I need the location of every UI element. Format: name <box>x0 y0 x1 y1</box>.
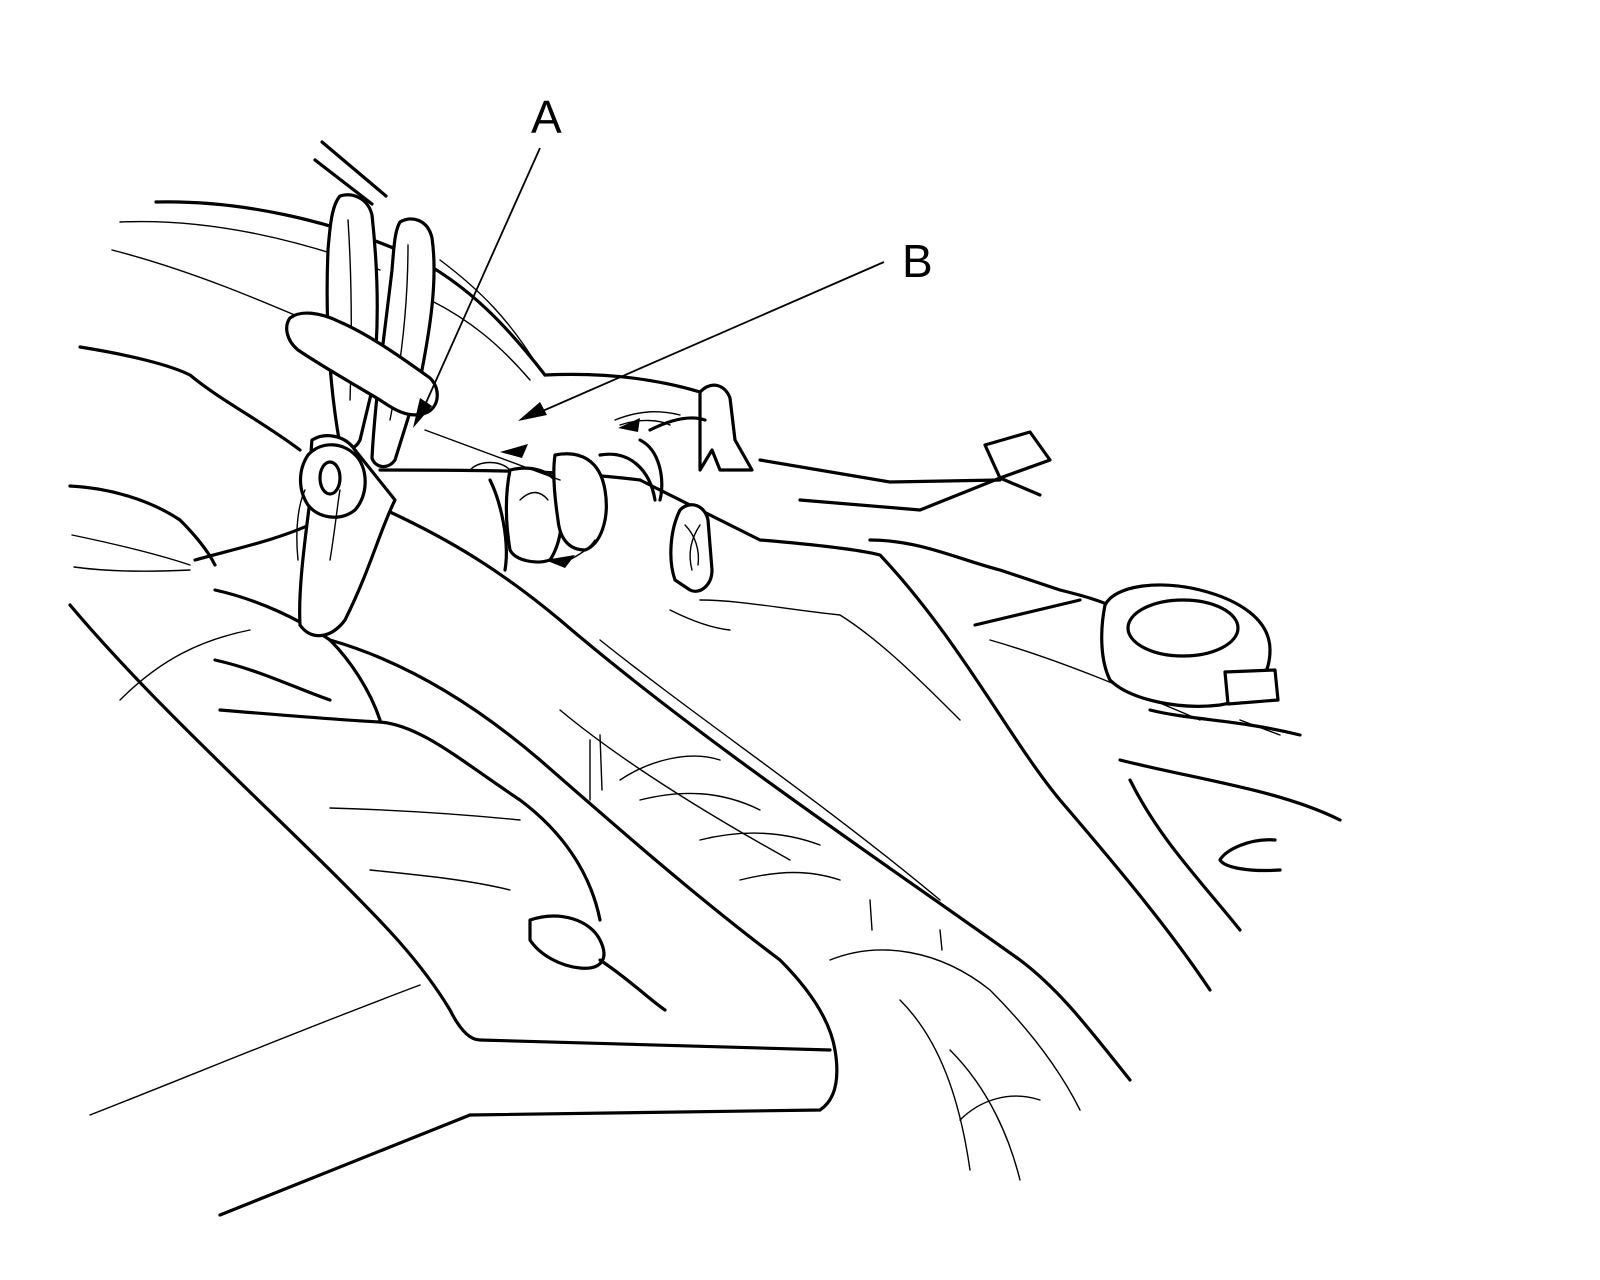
bracket-fin <box>614 383 754 472</box>
hose-body <box>378 468 1212 1082</box>
direction-arrows <box>424 418 671 568</box>
callout-label-a: A <box>531 91 562 143</box>
leader-line-a <box>424 147 541 406</box>
hose-joint <box>469 438 664 572</box>
arrow-icon <box>500 444 528 458</box>
callout-leaders <box>413 147 885 428</box>
arrow-icon <box>545 555 575 568</box>
engine-bay-lines <box>589 734 1081 1181</box>
arrow-icon <box>618 418 640 432</box>
left-panel <box>68 484 839 1217</box>
leader-arrowhead-a <box>413 398 432 428</box>
hose-clamp-pliers[interactable] <box>285 193 439 638</box>
reservoir-assembly <box>758 430 1342 932</box>
callout-label-b: B <box>902 235 933 287</box>
leader-line-b <box>537 261 885 414</box>
leader-arrowhead-b <box>518 402 547 421</box>
hose-clip <box>669 503 714 593</box>
